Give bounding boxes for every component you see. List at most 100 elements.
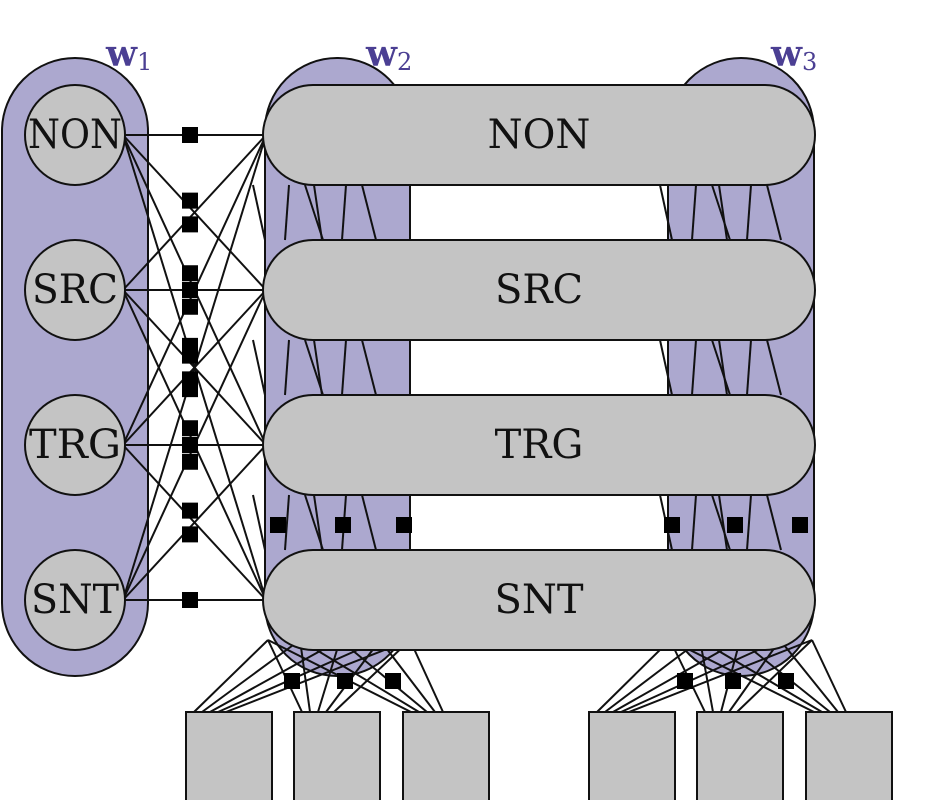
factor-left-3-3: [182, 592, 198, 608]
w2-fan-b-0-0: [284, 184, 290, 241]
w2-box-2-4: [409, 639, 444, 713]
w2-fan-c-1-1: [361, 339, 377, 396]
w2-box-2-1: [299, 639, 420, 713]
w3-box-1-1: [699, 639, 714, 713]
left-node-snt: SNT: [24, 549, 126, 651]
w2-box-0-0: [193, 639, 269, 713]
group-backgrounds: [1, 57, 815, 677]
w3-box-0-4: [628, 639, 813, 713]
w3-box-1-4: [736, 639, 813, 713]
wide-node-trg: TRG: [262, 394, 816, 496]
factor-w2-row-1: [335, 517, 351, 533]
factor-w3-bottom-0: [677, 673, 693, 689]
w3-box-2-1: [699, 639, 823, 713]
bottom-box-2: [293, 711, 381, 800]
factor-squares: [182, 127, 808, 689]
factor-left-0-0: [182, 127, 198, 143]
bottom-box-6: [805, 711, 893, 800]
w3-fan-b-1-1: [746, 339, 752, 396]
w3-fan-b-0-1: [746, 184, 752, 241]
w2-fan-c-2-1: [361, 494, 377, 551]
w3-fan-b-2-1: [746, 494, 752, 551]
w3-fan-c-2-0: [711, 494, 731, 551]
w3-fan-c-2-1: [766, 494, 782, 551]
factor-w3-row-1: [727, 517, 743, 533]
w3-fan-b-0-0: [691, 184, 697, 241]
w2-fan-a-0-1: [313, 184, 323, 241]
w3-fan-b-2-0: [691, 494, 697, 551]
w2-box-0-1: [201, 639, 301, 713]
w3-box-0-1: [604, 639, 701, 713]
w3-box-0-0: [596, 639, 671, 713]
bottom-box-4: [588, 711, 676, 800]
w3-fan-c-1-0: [711, 339, 731, 396]
w3-fan-a-0-0: [659, 184, 673, 241]
bottom-boxes: [185, 711, 893, 800]
w2-box-1-1: [299, 639, 311, 713]
w3-box-2-0: [669, 639, 815, 713]
w3-box-2-3: [779, 639, 839, 713]
w2-fan-a-0-0: [252, 184, 266, 241]
factor-w3-row-2: [792, 517, 808, 533]
left-node-src: SRC: [24, 239, 126, 341]
w2-fan-c-0-1: [361, 184, 377, 241]
w2-fan-a-1-0: [252, 339, 266, 396]
factor-w2-bottom-2: [385, 673, 401, 689]
left-node-trg: TRG: [24, 394, 126, 496]
factor-left-1-2: [182, 347, 198, 364]
wide-node-src-label: SRC: [495, 267, 583, 313]
w3-fan-a-2-1: [718, 494, 728, 551]
factor-w2-bottom-0: [284, 673, 300, 689]
factor-w2-row-2: [396, 517, 412, 533]
left-node-trg-label: TRG: [29, 422, 121, 468]
factor-left-2-3: [182, 502, 198, 519]
wide-node-trg-label: TRG: [495, 422, 584, 468]
bottom-box-1: [185, 711, 273, 800]
left-node-non: NON: [24, 84, 126, 186]
factor-w3-bottom-1: [725, 673, 741, 689]
left-node-snt-label: SNT: [31, 577, 119, 623]
edge-left-3-0: [122, 134, 267, 601]
w2-box-1-4: [333, 639, 411, 713]
wide-node-non-label: NON: [488, 112, 591, 158]
w2-fan-b-0-1: [341, 184, 347, 241]
factor-left-3-2: [182, 526, 198, 543]
wide-nodes: NON SRC TRG SNT: [262, 84, 816, 651]
w3-fan-a-1-1: [718, 339, 728, 396]
w3-fan-a-0-1: [718, 184, 728, 241]
factor-w3-row-0: [664, 517, 680, 533]
wide-node-non: NON: [262, 84, 816, 186]
w3-fan-c-1-1: [766, 339, 782, 396]
factor-left-2-2: [182, 437, 198, 453]
group-label-w2: w2: [365, 33, 412, 76]
w2-box-1-2: [317, 639, 341, 713]
factor-left-0-2: [182, 265, 198, 282]
factor-left-1-3: [182, 420, 198, 437]
factor-left-3-1: [182, 453, 198, 470]
factor-left-1-1: [182, 282, 198, 298]
w2-fan-b-2-0: [284, 494, 290, 551]
factor-w3-bottom-2: [778, 673, 794, 689]
edge-left-3-2: [122, 444, 267, 601]
factor-left-1-0: [182, 216, 198, 233]
w3-fan-a-1-0: [659, 339, 673, 396]
w2-fan-a-1-1: [313, 339, 323, 396]
w3-fan-c-0-0: [711, 184, 731, 241]
wide-node-src: SRC: [262, 239, 816, 341]
group-label-w1: w1: [105, 33, 152, 76]
wide-node-snt: SNT: [262, 549, 816, 651]
w2-box-0-4: [225, 639, 411, 713]
wide-node-snt-label: SNT: [494, 577, 583, 623]
factor-left-3-0: [182, 381, 198, 398]
factor-w2-row-0: [270, 517, 286, 533]
factor-left-2-0: [182, 298, 198, 315]
left-node-src-label: SRC: [32, 267, 118, 313]
edge-left-1-0: [122, 134, 267, 291]
left-node-non-label: NON: [28, 112, 122, 158]
group-w1-background: [1, 57, 149, 677]
w2-fan-a-2-0: [252, 494, 266, 551]
w3-box-1-3: [728, 639, 781, 713]
left-nodes: NON SRC TRG SNT: [24, 84, 126, 651]
w2-fan-b-1-0: [284, 339, 290, 396]
